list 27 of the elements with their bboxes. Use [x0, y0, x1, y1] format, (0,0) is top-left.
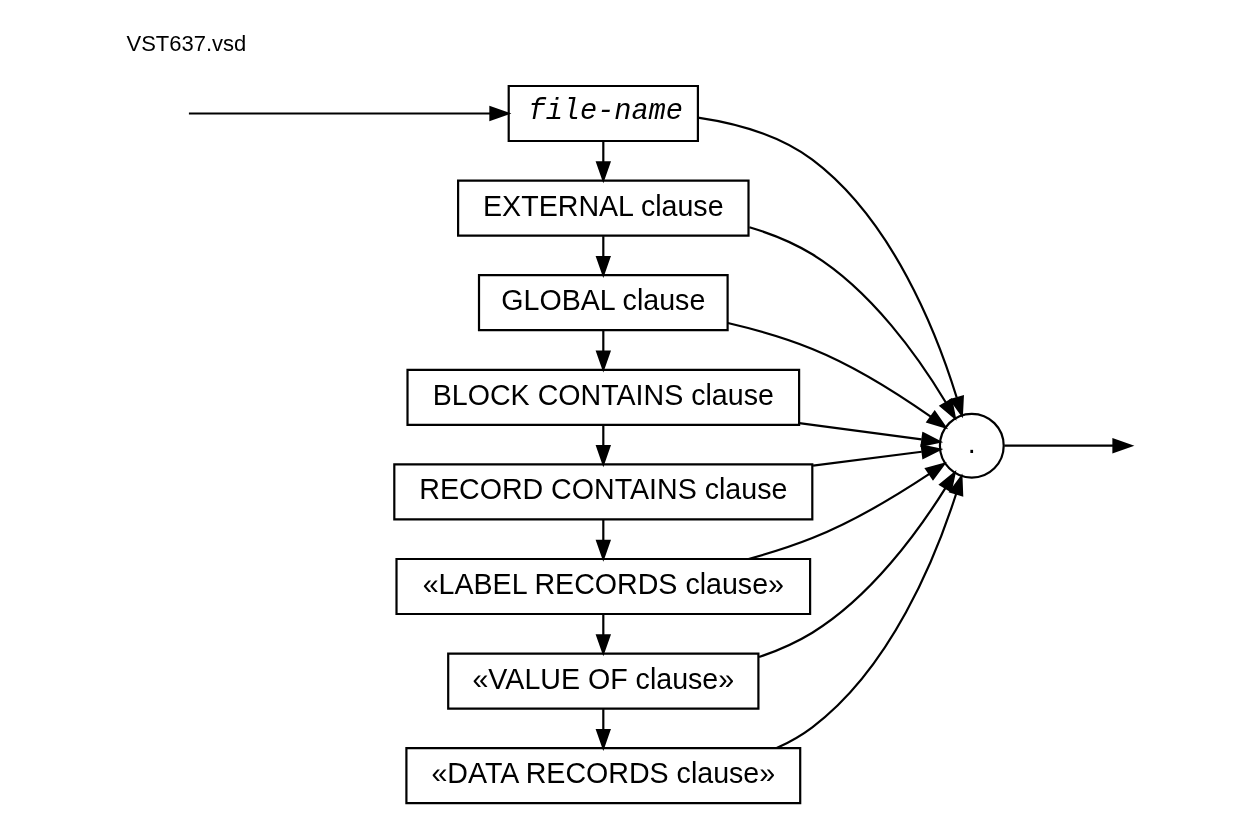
arrow	[749, 225, 957, 421]
arrow	[595, 424, 612, 467]
node-circle: .	[938, 412, 1005, 479]
node-box: file-name	[507, 84, 699, 142]
arrow	[697, 116, 964, 418]
arrow	[812, 443, 944, 467]
arrow	[595, 708, 612, 751]
arrow	[748, 461, 947, 560]
node-box: GLOBAL clause	[477, 273, 729, 331]
node-box: EXTERNAL clause	[457, 179, 750, 237]
arrow	[595, 141, 612, 183]
arrow	[758, 469, 957, 658]
node-box: «DATA RECORDS clause»	[405, 746, 802, 804]
label: VST637.vsd	[126, 30, 247, 56]
arrow	[595, 519, 612, 562]
node-box: BLOCK CONTAINS clause	[406, 368, 801, 426]
arrow	[595, 330, 612, 373]
arrow	[595, 235, 612, 278]
arrow	[595, 614, 612, 656]
node-box: RECORD CONTAINS clause	[393, 462, 814, 520]
node-box: «LABEL RECORDS clause»	[395, 557, 812, 615]
arrow	[1004, 437, 1135, 453]
arrow	[727, 321, 949, 429]
arrow	[799, 421, 944, 447]
node-box: «VALUE OF clause»	[447, 652, 760, 710]
arrow	[776, 472, 964, 749]
arrow	[188, 105, 512, 121]
